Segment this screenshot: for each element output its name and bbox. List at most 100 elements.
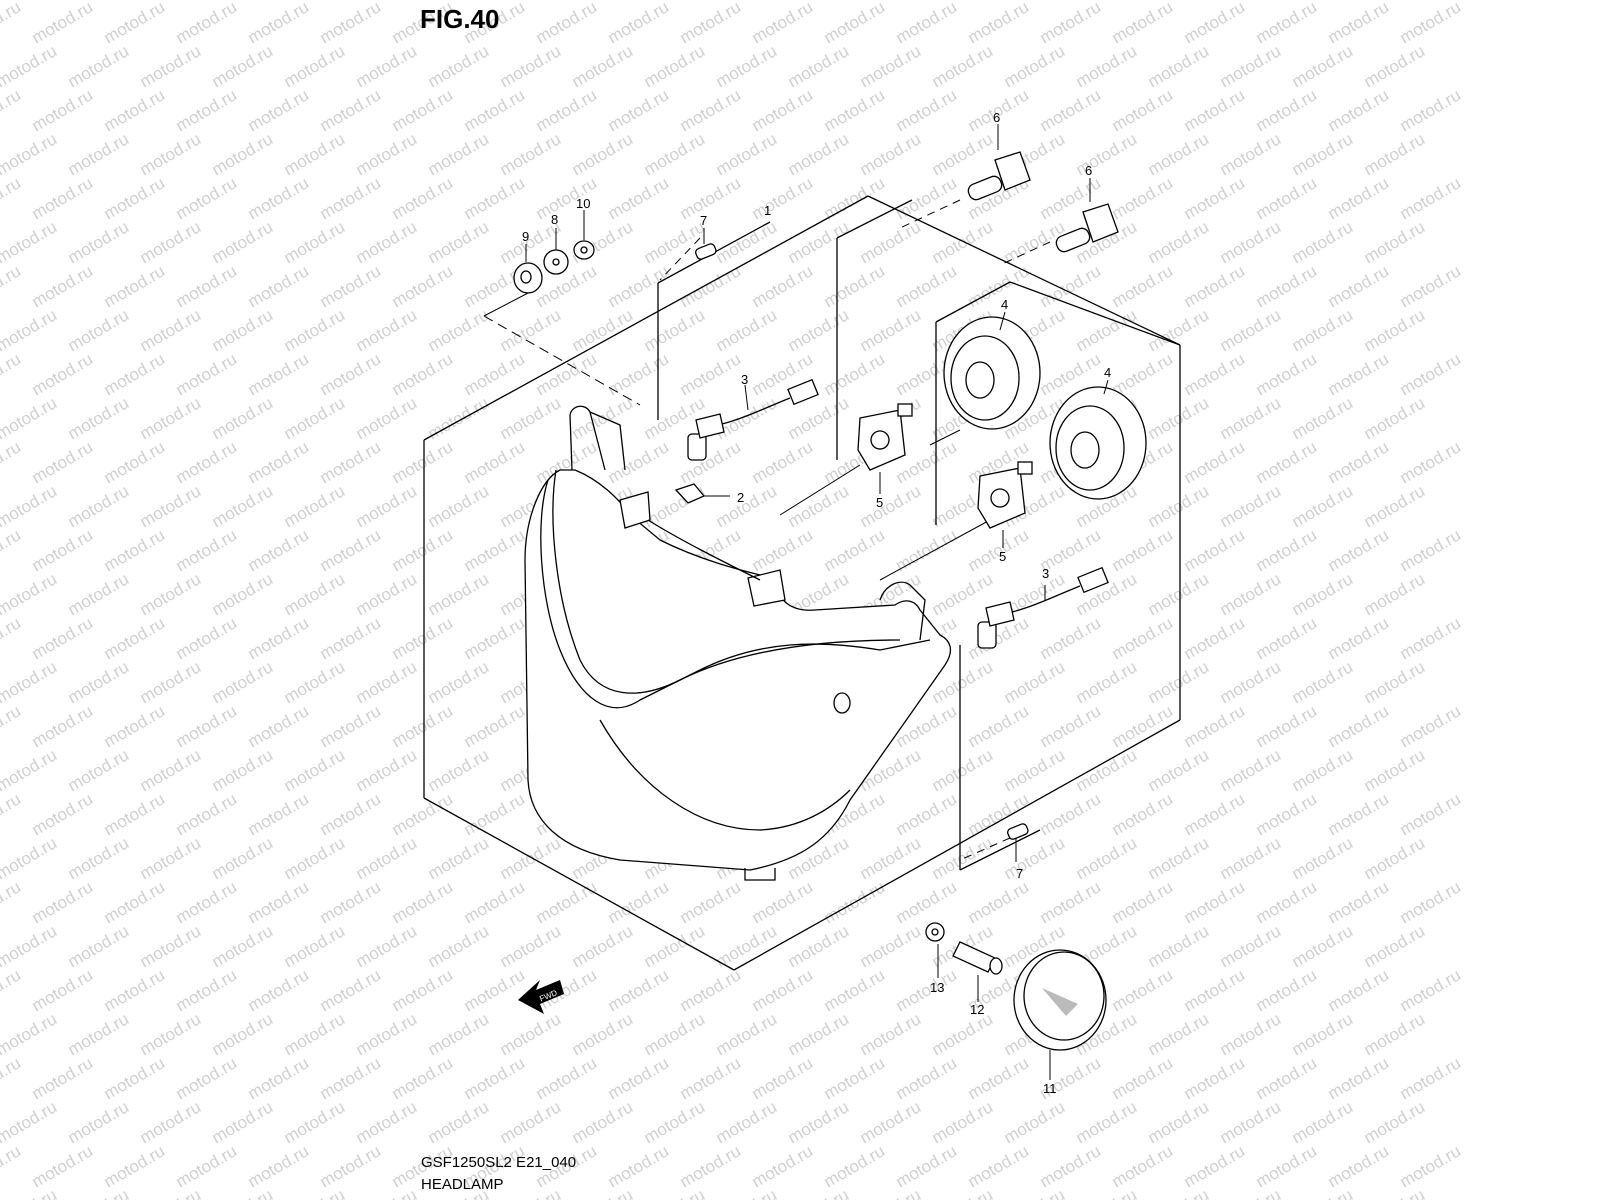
watermark-text: motod.ru [785, 1009, 853, 1059]
watermark-text: motod.ru [749, 965, 817, 1015]
watermark-text: motod.ru [1325, 349, 1393, 399]
watermark-text: motod.ru [1145, 393, 1213, 443]
watermark-text: motod.ru [461, 173, 529, 223]
watermark-text: motod.ru [1289, 1097, 1357, 1147]
watermark-text: motod.ru [425, 129, 493, 179]
watermark-text: motod.ru [353, 1009, 421, 1059]
watermark-text: motod.ru [281, 1185, 349, 1200]
dash-ref-6b [999, 241, 1051, 266]
watermark-text: motod.ru [137, 0, 205, 3]
watermark-text: motod.ru [173, 437, 241, 487]
watermark-text: motod.ru [1073, 833, 1141, 883]
watermark-text: motod.ru [1073, 129, 1141, 179]
watermark-text: motod.ru [389, 437, 457, 487]
watermark-text: motod.ru [1181, 261, 1249, 311]
watermark-text: motod.ru [677, 173, 745, 223]
watermark-text: motod.ru [1109, 877, 1177, 927]
watermark-text: motod.ru [65, 921, 133, 971]
watermark-text: motod.ru [1145, 657, 1213, 707]
holder-b-hole [990, 488, 1010, 508]
watermark-text: motod.ru [785, 0, 853, 3]
watermark-text: motod.ru [605, 1141, 673, 1191]
watermark-text: motod.ru [1073, 41, 1141, 91]
watermark-text: motod.ru [461, 349, 529, 399]
watermark-text: motod.ru [1253, 525, 1321, 575]
watermark-text: motod.ru [929, 41, 997, 91]
watermark-text: motod.ru [245, 701, 313, 751]
watermark-text: motod.ru [1181, 965, 1249, 1015]
watermark-text: motod.ru [353, 569, 421, 619]
watermark-text: motod.ru [677, 0, 745, 47]
callout-6b: 6 [1085, 163, 1092, 178]
watermark-text: motod.ru [101, 965, 169, 1015]
watermark-text: motod.ru [1217, 745, 1285, 795]
watermark-text: motod.ru [101, 437, 169, 487]
watermark-text: motod.ru [1181, 877, 1249, 927]
watermark-text: motod.ru [65, 1009, 133, 1059]
watermark-text: motod.ru [0, 745, 60, 795]
watermark-text: motod.ru [641, 1009, 709, 1059]
leader-4a [999, 311, 1006, 331]
watermark-text: motod.ru [1253, 789, 1321, 839]
leader-4b [1103, 379, 1109, 395]
watermark-text: motod.ru [893, 965, 961, 1015]
watermark-text: motod.ru [857, 1185, 925, 1200]
watermark-text: motod.ru [1001, 1185, 1069, 1200]
headlamp-inner-rim [540, 479, 931, 709]
watermark-text: motod.ru [1037, 701, 1105, 751]
holder-a-tab [897, 403, 913, 417]
holder-b-body [977, 467, 1026, 529]
watermark-text: motod.ru [0, 613, 24, 663]
watermark-text: motod.ru [0, 217, 60, 267]
watermark-text: motod.ru [389, 965, 457, 1015]
watermark-text: motod.ru [857, 1097, 925, 1147]
watermark-text: motod.ru [929, 129, 997, 179]
watermark-text: motod.ru [749, 1053, 817, 1103]
watermark-text: motod.ru [1217, 41, 1285, 91]
watermark-text: motod.ru [785, 129, 853, 179]
watermark-text: motod.ru [1361, 481, 1429, 531]
pin-end [989, 957, 1003, 975]
watermark-text: motod.ru [29, 613, 97, 663]
watermark-text: motod.ru [0, 1009, 60, 1059]
watermark-text: motod.ru [569, 41, 637, 91]
watermark-text: motod.ru [1181, 789, 1249, 839]
watermark-text: motod.ru [65, 1185, 133, 1200]
watermark-text: motod.ru [821, 1141, 889, 1191]
watermark-text: motod.ru [101, 349, 169, 399]
watermark-text: motod.ru [1145, 0, 1213, 3]
watermark-text: motod.ru [1073, 657, 1141, 707]
watermark-text: motod.ru [1397, 525, 1465, 575]
watermark-text: motod.ru [209, 129, 277, 179]
watermark-text: motod.ru [929, 833, 997, 883]
watermark-text: motod.ru [425, 1009, 493, 1059]
watermark-text: motod.ru [785, 1097, 853, 1147]
watermark-text: motod.ru [281, 217, 349, 267]
watermark-text: motod.ru [245, 1053, 313, 1103]
washer-13-hole [931, 928, 939, 936]
watermark-text: motod.ru [1325, 173, 1393, 223]
watermark-text: motod.ru [353, 1097, 421, 1147]
small-bulb-a [695, 243, 717, 260]
watermark-text: motod.ru [0, 349, 24, 399]
watermark-text: motod.ru [533, 85, 601, 135]
bulb-b-glass [1055, 227, 1091, 253]
watermark-text: motod.ru [1361, 833, 1429, 883]
watermark-text: motod.ru [713, 305, 781, 355]
watermark-text: motod.ru [0, 261, 24, 311]
watermark-text: motod.ru [677, 965, 745, 1015]
watermark-text: motod.ru [1325, 965, 1393, 1015]
harness-a-plug [787, 378, 819, 406]
watermark-text: motod.ru [605, 173, 673, 223]
watermark-text: motod.ru [1361, 0, 1429, 3]
watermark-text: motod.ru [0, 701, 24, 751]
watermark-text: motod.ru [785, 41, 853, 91]
watermark-text: motod.ru [1217, 921, 1285, 971]
pin-body [952, 941, 996, 973]
watermark-text: motod.ru [1037, 85, 1105, 135]
watermark-text: motod.ru [173, 261, 241, 311]
watermark-text: motod.ru [713, 0, 781, 3]
watermark-text: motod.ru [893, 261, 961, 311]
watermark-text: motod.ru [209, 481, 277, 531]
connector-5a [779, 464, 861, 516]
